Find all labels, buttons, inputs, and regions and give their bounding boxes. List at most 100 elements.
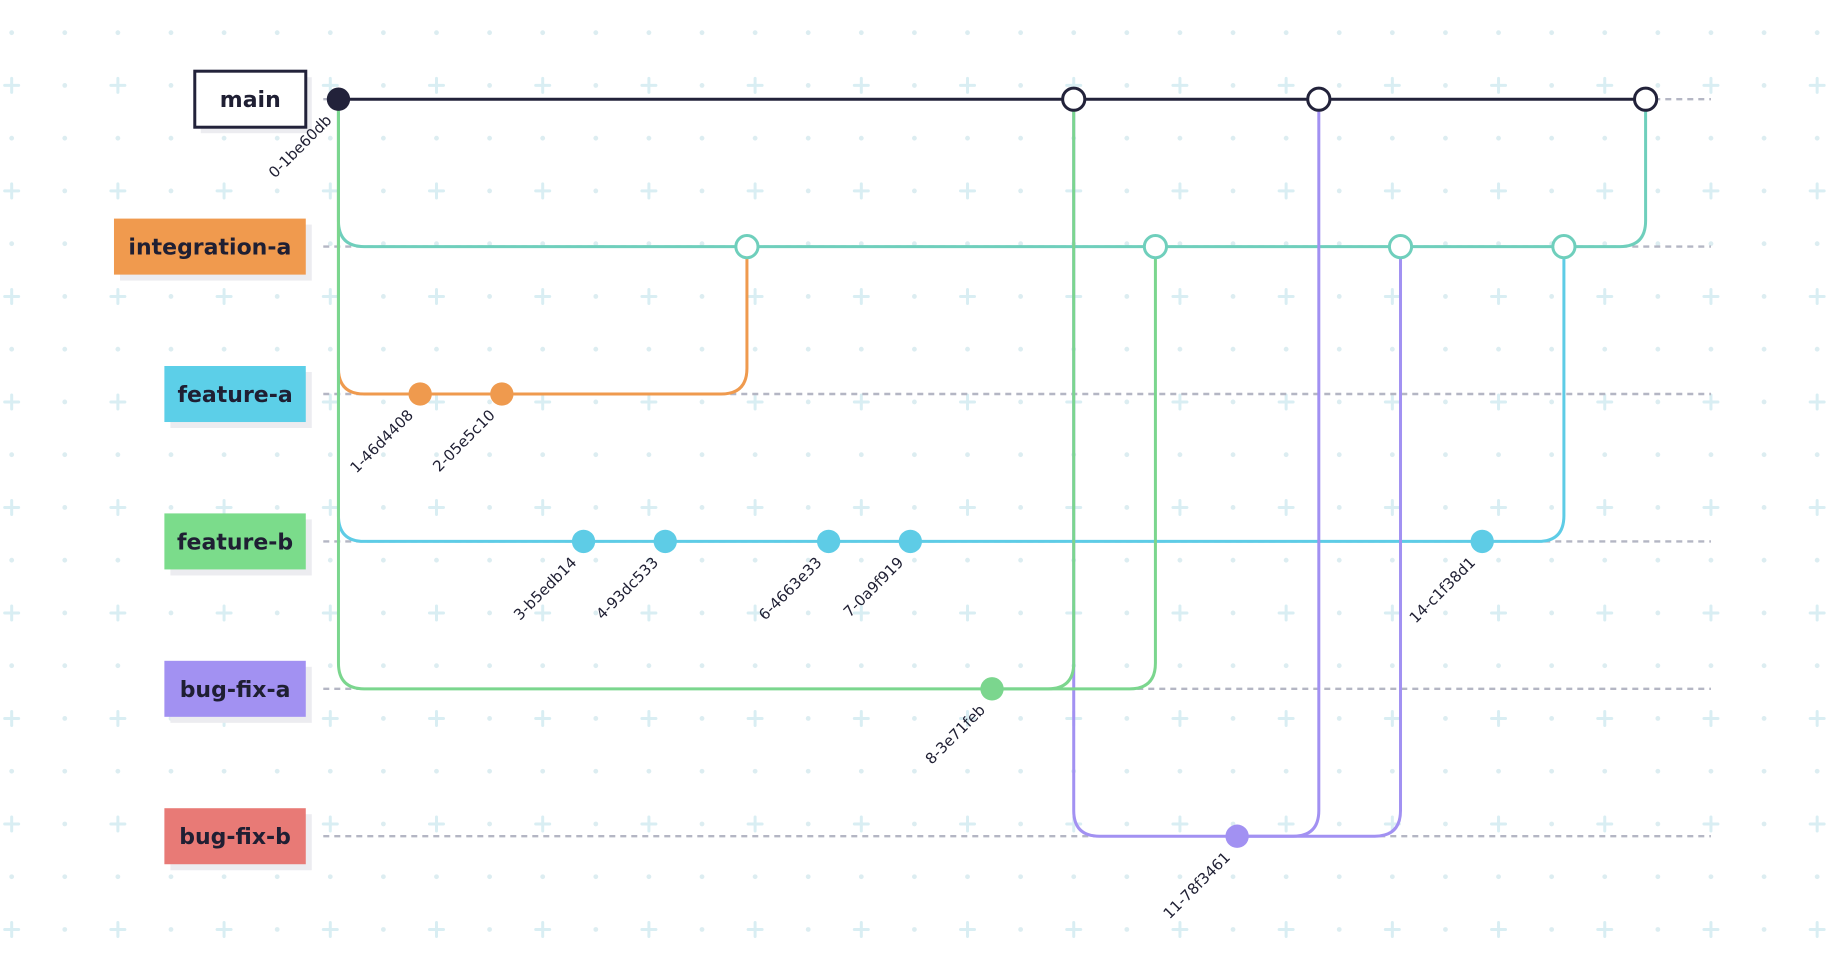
grid-plus-mark: [1383, 498, 1401, 516]
grid-dot: [1124, 821, 1130, 827]
grid-plus-mark: [534, 709, 552, 727]
grid-dot: [9, 135, 15, 141]
grid-dot: [1761, 557, 1767, 563]
commit-1-46d4408[interactable]: [408, 382, 432, 406]
grid-plus-mark: [1277, 393, 1295, 411]
grid-dot: [1443, 874, 1448, 880]
merge-commit-integration-a-15[interactable]: [1551, 234, 1577, 260]
grid-plus-mark: [3, 498, 21, 516]
grid-dot: [1708, 241, 1714, 247]
grid-dot: [1761, 346, 1767, 352]
grid-dot: [593, 346, 599, 352]
grid-dot: [699, 874, 705, 880]
grid-dot: [540, 874, 546, 880]
merge-commit-main-12[interactable]: [1306, 86, 1332, 112]
grid-dot: [858, 557, 864, 563]
commit-6-4663e33[interactable]: [816, 529, 841, 554]
grid-dot: [1018, 399, 1024, 405]
grid-plus-mark: [1171, 182, 1189, 200]
commit-2-05e5c10[interactable]: [490, 382, 514, 406]
grid-dot: [62, 768, 68, 774]
grid-dot: [168, 188, 174, 194]
commit-4-93dc533[interactable]: [653, 529, 677, 554]
merge-feature-b-into-integration-a: [1482, 246, 1566, 543]
grid-plus-mark: [427, 287, 445, 305]
grid-dot: [9, 346, 15, 352]
grid-dot: [540, 346, 546, 352]
grid-plus-mark: [427, 920, 445, 938]
grid-dot: [1443, 83, 1448, 88]
grid-plus-mark: [1490, 815, 1508, 833]
commit-7-0a9f919[interactable]: [898, 529, 923, 554]
grid-plus-mark: [640, 815, 658, 833]
grid-dot: [1443, 346, 1448, 352]
grid-dot: [1389, 30, 1395, 36]
grid-dot: [858, 874, 864, 880]
grid-plus-mark: [1171, 604, 1189, 622]
commit-8-3e71feb[interactable]: [980, 677, 1004, 701]
grid-dot: [858, 135, 864, 141]
grid-dot: [858, 768, 864, 774]
grid-dot: [965, 663, 970, 669]
commit-14-c1f38d1[interactable]: [1470, 529, 1494, 554]
branch-label-box: [164, 366, 306, 423]
grid-dot: [1761, 874, 1767, 880]
grid-plus-mark: [321, 815, 339, 833]
merge-commit-main-16[interactable]: [1633, 86, 1659, 112]
commit-3-b5edb14[interactable]: [571, 529, 596, 554]
grid-dot: [62, 135, 68, 141]
grid-dot: [62, 557, 68, 563]
merge-bug-fix-a-into-integration-a: [992, 246, 1157, 691]
commit-11-78f3461[interactable]: [1225, 824, 1249, 848]
grid-plus-mark: [109, 393, 127, 411]
grid-dot: [1443, 821, 1448, 827]
grid-dot: [1177, 874, 1183, 880]
grid-plus-mark: [1490, 393, 1508, 411]
grid-dot: [1655, 30, 1661, 36]
grid-plus-mark: [640, 393, 658, 411]
grid-dot: [1336, 821, 1342, 827]
grid-dot: [540, 241, 546, 247]
grid-dot: [62, 610, 68, 616]
grid-dot: [912, 399, 917, 405]
grid-plus-mark: [427, 604, 445, 622]
grid-dot: [912, 874, 917, 880]
grid-dot: [1443, 135, 1448, 141]
grid-dot: [115, 30, 121, 36]
grid-dot: [380, 821, 386, 827]
grid-dot: [699, 557, 705, 563]
grid-plus-mark: [1383, 287, 1401, 305]
grid-dot: [1708, 768, 1714, 774]
grid-dot: [1018, 874, 1024, 880]
branch-label-box: [164, 660, 306, 717]
grid-dot: [1496, 452, 1501, 458]
grid-plus-mark: [3, 815, 21, 833]
grid-dot: [434, 557, 439, 563]
grid-dot: [1230, 452, 1236, 458]
merge-commit-integration-a-13[interactable]: [1387, 234, 1414, 260]
grid-dot: [699, 399, 705, 405]
grid-plus-mark: [1702, 815, 1720, 833]
grid-plus-mark: [852, 393, 870, 411]
grid-plus-mark: [1383, 604, 1401, 622]
grid-dot: [1389, 557, 1395, 563]
merge-commit-integration-a-10[interactable]: [1142, 234, 1169, 260]
grid-dot: [487, 557, 492, 563]
grid-dot: [115, 768, 121, 774]
grid-dot: [168, 30, 174, 36]
merge-commit-integration-a-5[interactable]: [734, 234, 760, 260]
branch-label-box: [193, 69, 308, 129]
grid-plus-mark: [640, 920, 658, 938]
merge-commit-main-9[interactable]: [1061, 86, 1087, 112]
grid-dot: [965, 874, 970, 880]
grid-dot: [1389, 663, 1395, 669]
grid-dot: [62, 30, 68, 36]
grid-dot: [168, 83, 174, 88]
grid-dot: [1124, 399, 1130, 405]
grid-dot: [1336, 768, 1342, 774]
grid-dot: [1496, 557, 1501, 563]
grid-plus-mark: [1490, 709, 1508, 727]
grid-dot: [1655, 663, 1661, 669]
commit-0-1be60db[interactable]: [326, 87, 351, 111]
